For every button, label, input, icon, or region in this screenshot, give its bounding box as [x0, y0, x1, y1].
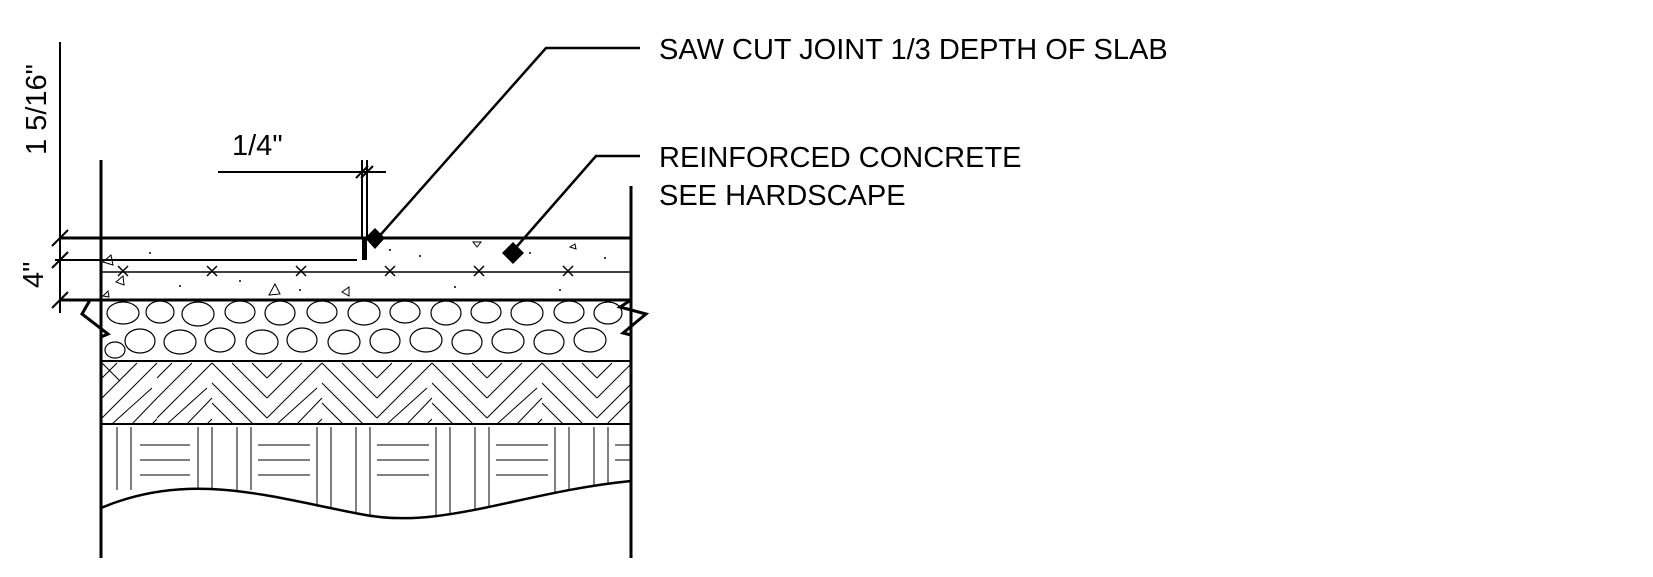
- break-mark-left: [80, 298, 111, 339]
- vertical-dimension-line: [51, 42, 69, 313]
- earth-break-line: [100, 479, 632, 520]
- concrete-dots: [149, 249, 606, 291]
- joint-width-label: 1/4": [232, 130, 283, 162]
- joint-depth-label: 1 5/16": [21, 64, 53, 155]
- callout-reinforced-concrete: REINFORCED CONCRETE: [659, 142, 1022, 174]
- concrete-slab: [60, 236, 631, 302]
- rebar-crosses: [117, 265, 574, 277]
- callout-see-hardscape: SEE HARDSCAPE: [659, 180, 906, 212]
- leader-reinforced-concrete: [502, 154, 640, 264]
- slab-thickness-label: 4": [18, 262, 50, 288]
- break-mark-right: [616, 298, 650, 337]
- gravel-base-layer: [104, 301, 623, 359]
- saw-cut-joint: [55, 238, 367, 261]
- compacted-subgrade-layer: [102, 362, 630, 424]
- joint-width-dimension: [218, 160, 386, 238]
- native-soil-layer: [116, 427, 630, 515]
- leader-saw-cut: [365, 46, 640, 249]
- callout-saw-cut-joint: SAW CUT JOINT 1/3 DEPTH OF SLAB: [659, 34, 1168, 66]
